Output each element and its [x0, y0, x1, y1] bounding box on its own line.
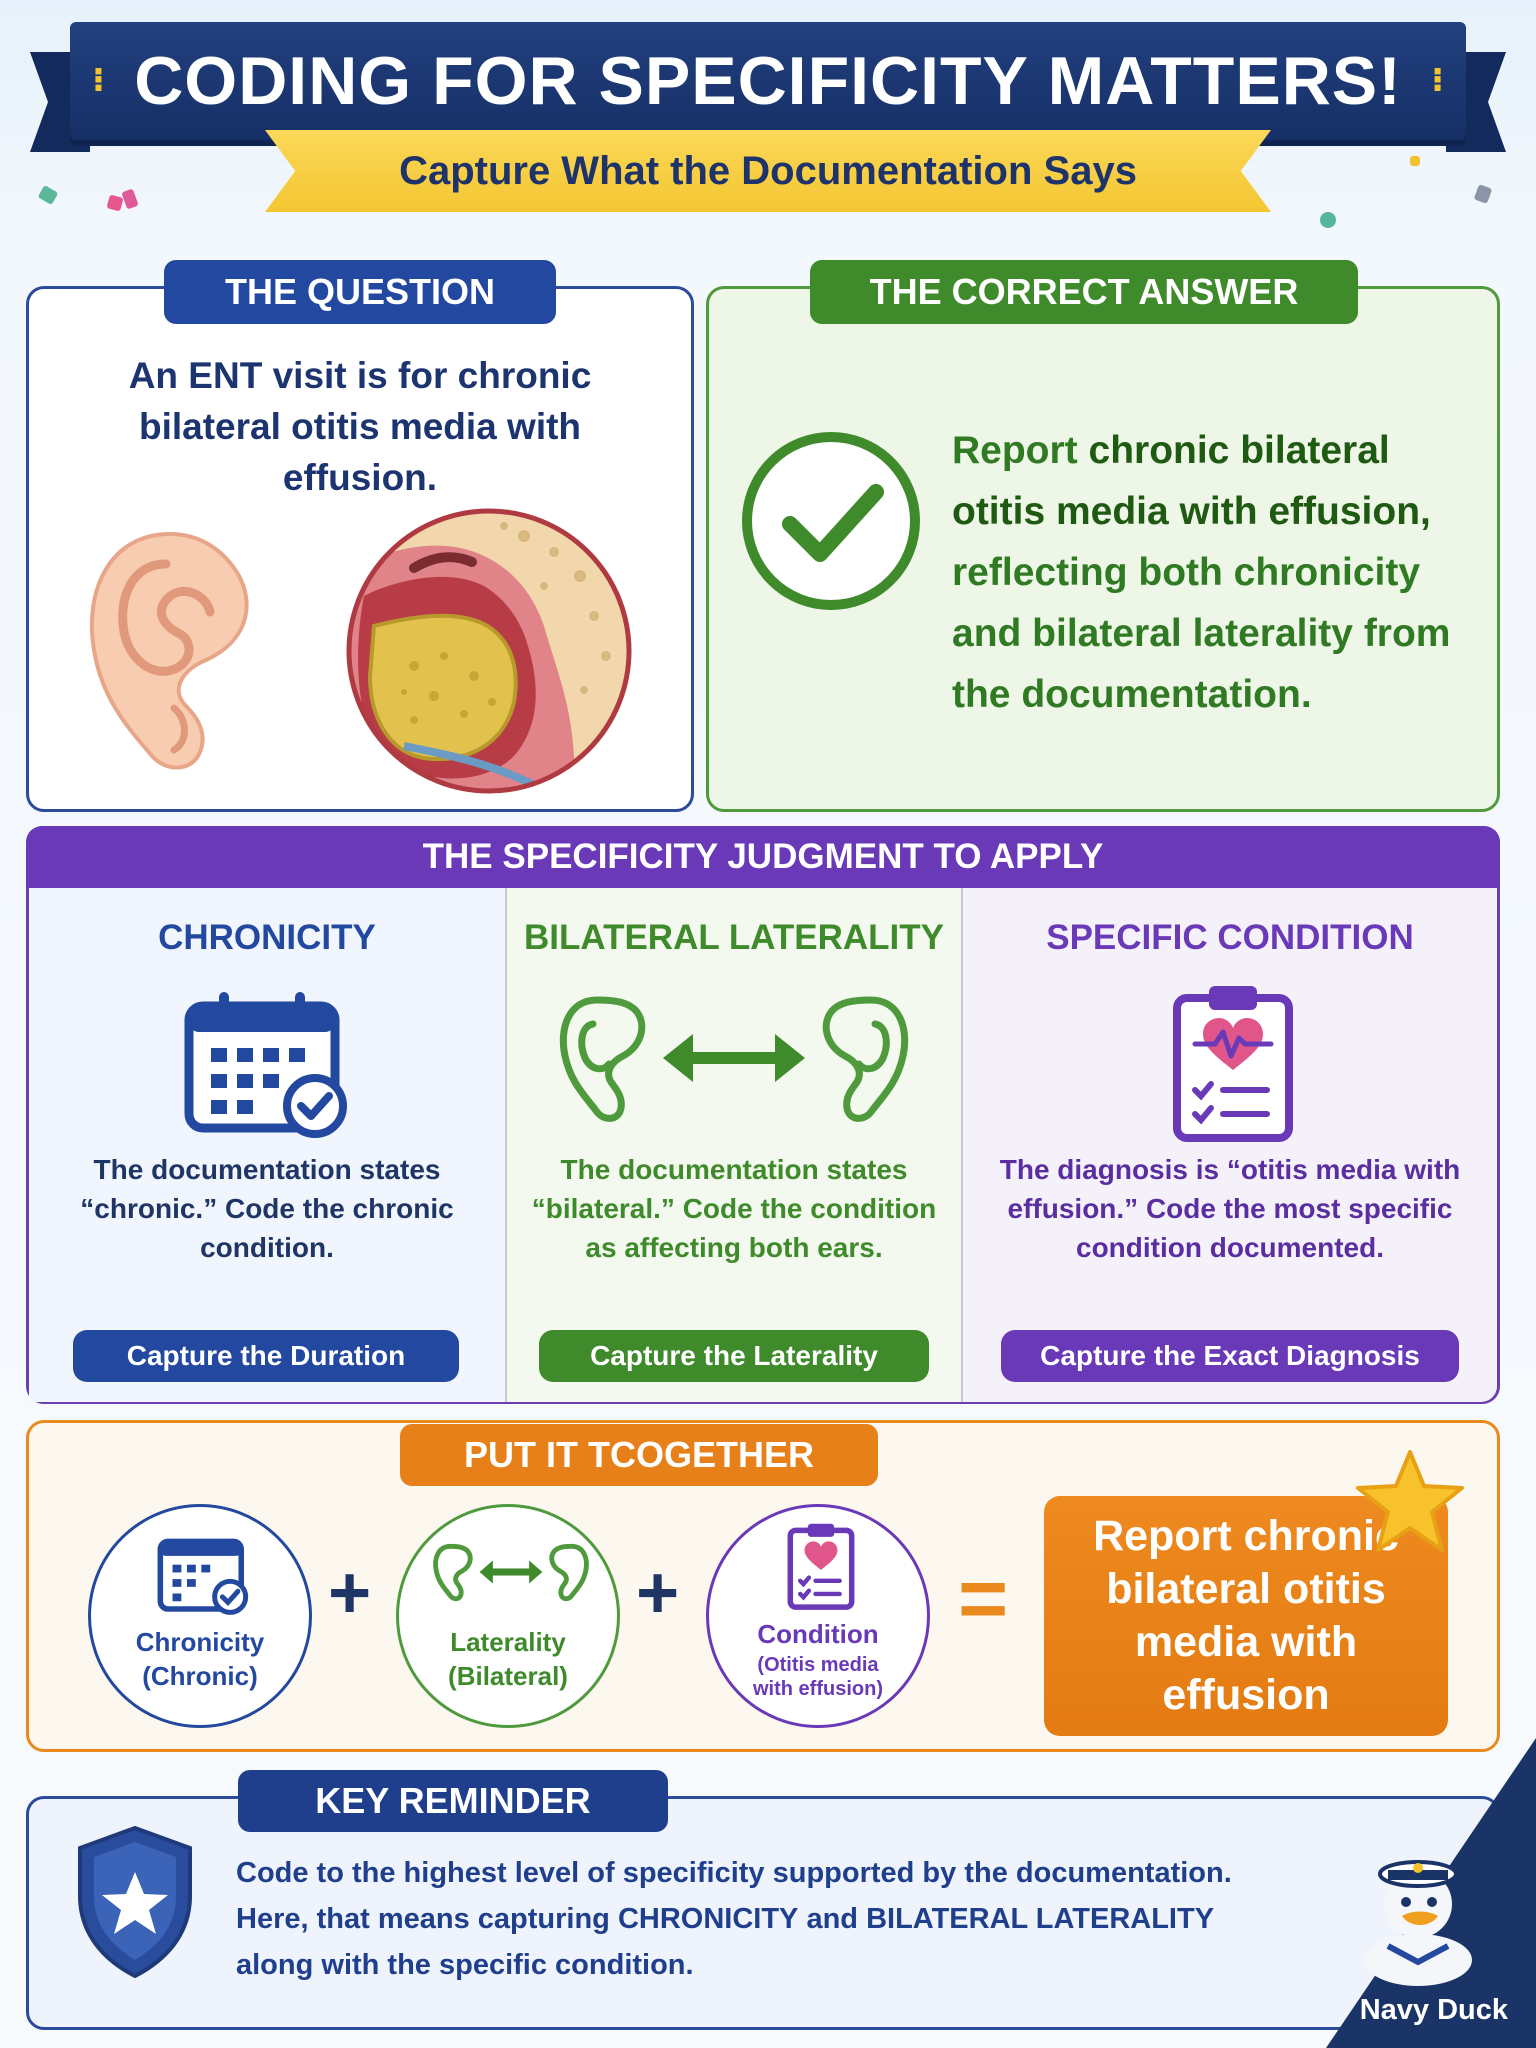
calendar-check-icon	[157, 1538, 249, 1615]
confetti	[1410, 156, 1420, 166]
circle-title: Condition	[757, 1619, 879, 1649]
star-icon	[1356, 1450, 1464, 1552]
ear-icon	[89, 531, 249, 770]
condition-column: SPECIFIC CONDITION The diagnosis is “oti…	[963, 888, 1497, 1402]
key-reminder-panel	[26, 1796, 1500, 2030]
chronicity-column: CHRONICITY The documentation states “chr…	[29, 888, 505, 1402]
equals-icon: =	[958, 1551, 1009, 1647]
capture-laterality-badge: Capture the Laterality	[539, 1330, 929, 1382]
circle-subtitle: (Bilateral)	[448, 1661, 568, 1691]
question-text: An ENT visit is for chronic bilateral ot…	[128, 355, 592, 498]
answer-text: Report chronic bilateral otitis media wi…	[952, 429, 1451, 716]
circle-subtitle: (Chronic)	[142, 1661, 258, 1691]
laterality-circle: Laterality (Bilateral)	[396, 1504, 620, 1728]
chronicity-circle: Chronicity (Chronic)	[88, 1504, 312, 1728]
clipboard-heart-icon	[787, 1523, 855, 1610]
two-ears-icon	[433, 1543, 589, 1602]
shield-star-icon	[78, 1825, 192, 1979]
column-description: The documentation states “bilateral.” Co…	[531, 1154, 937, 1263]
two-ears-icon	[559, 996, 909, 1122]
confetti	[106, 194, 124, 212]
column-divider	[505, 888, 507, 1402]
column-title: BILATERAL LATERALITY	[524, 918, 944, 957]
navy-duck-logo	[1364, 1860, 1472, 1986]
circle-title: Chronicity	[135, 1627, 265, 1657]
result-box: Report chronic bilateral otitis media wi…	[1044, 1496, 1448, 1736]
plus-icon: +	[328, 1551, 372, 1634]
confetti	[37, 184, 59, 206]
middle-ear-effusion-illustration	[346, 508, 632, 794]
circle-subtitle: (Otitis media with effusion)	[753, 1654, 883, 1700]
calendar-check-icon	[184, 992, 347, 1138]
subtitle-ribbon: Capture What the Documentation Says	[265, 130, 1271, 212]
key-reminder-text: Code to the highest level of specificity…	[236, 1857, 1232, 1981]
column-title: SPECIFIC CONDITION	[1046, 918, 1414, 957]
circle-title: Laterality	[450, 1627, 566, 1657]
column-description: The diagnosis is “otitis media with effu…	[999, 1154, 1461, 1263]
page-title: CODING FOR SPECIFICITY MATTERS!	[134, 43, 1402, 119]
question-label: THE QUESTION	[164, 260, 556, 324]
key-reminder-label: KEY REMINDER	[238, 1770, 668, 1832]
clipboard-heart-icon	[1173, 986, 1293, 1142]
checkmark-circle-icon	[742, 432, 920, 610]
judgment-header: THE SPECIFICITY JUDGMENT TO APPLY	[26, 826, 1500, 888]
plus-icon: +	[636, 1551, 680, 1634]
sparkle-icon: ⁝	[1431, 61, 1444, 99]
condition-circle: Condition (Otitis media with effusion)	[706, 1504, 930, 1728]
column-divider	[961, 888, 963, 1402]
capture-exact-diagnosis-badge: Capture the Exact Diagnosis	[1001, 1330, 1459, 1382]
page-subtitle: Capture What the Documentation Says	[399, 148, 1137, 193]
title-banner: ⁝ CODING FOR SPECIFICITY MATTERS! ⁝	[70, 22, 1466, 140]
column-title: CHRONICITY	[158, 918, 376, 957]
sparkle-icon: ⁝	[92, 61, 105, 99]
answer-label: THE CORRECT ANSWER	[810, 260, 1358, 324]
capture-duration-badge: Capture the Duration	[73, 1330, 459, 1382]
confetti	[1473, 184, 1493, 204]
result-text: Report chronic bilateral otitis media wi…	[1093, 1512, 1399, 1719]
column-description: The documentation states “chronic.” Code…	[80, 1154, 454, 1263]
confetti	[1320, 212, 1336, 228]
laterality-column: BILATERAL LATERALITY The documentation s…	[507, 888, 961, 1402]
put-together-label: PUT IT TCOGETHER	[400, 1424, 878, 1486]
confetti	[121, 188, 139, 210]
brand-name: Navy Duck	[1359, 1994, 1508, 2026]
